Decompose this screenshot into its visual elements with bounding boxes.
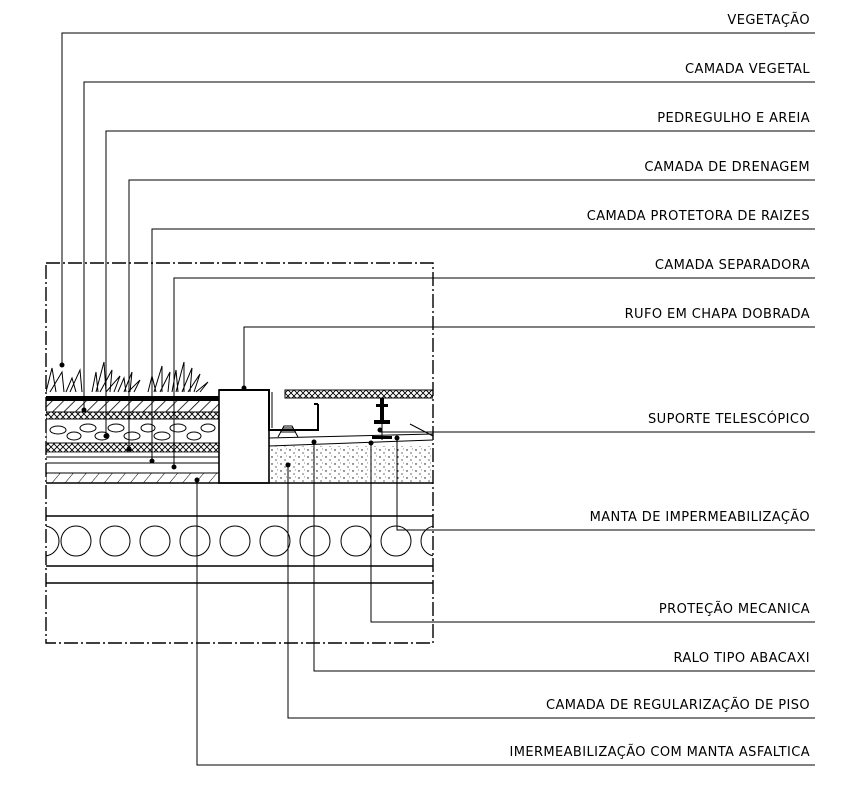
vegetation-graphic (46, 361, 209, 393)
slab-hollow-cores (46, 525, 433, 557)
label-vegetacao: VEGETAÇÃO (727, 12, 810, 28)
label-rufo: RUFO EM CHAPA DOBRADA (625, 307, 810, 322)
label-protecao-mecanica: PROTEÇÃO MECANICA (659, 601, 810, 617)
label-manta-impermeabilizacao: MANTA DE IMPERMEABILIZAÇÃO (590, 509, 810, 525)
leader-lines (61, 32, 815, 766)
label-camada-vegetal: CAMADA VEGETAL (685, 62, 810, 77)
label-imper-manta-asfaltica: IMERMEABILIZAÇÃO COM MANTA ASFALTICA (510, 744, 811, 760)
leader-dots (59, 362, 400, 483)
roof-section (45, 262, 434, 644)
label-camada-protetora: CAMADA PROTETORA DE RAIZES (587, 209, 810, 224)
label-camada-regularizacao: CAMADA DE REGULARIZAÇÃO DE PISO (546, 697, 810, 713)
telescopic-support (372, 398, 392, 440)
label-camada-drenagem: CAMADA DE DRENAGEM (644, 160, 810, 175)
label-camada-separadora: CAMADA SEPARADORA (655, 258, 810, 273)
label-suporte-telescopico: SUPORTE TELESCÓPICO (648, 411, 810, 427)
drainage-pebbles (46, 418, 220, 444)
label-pedregulho-areia: PEDREGULHO E AREIA (657, 111, 810, 126)
labels: VEGETAÇÃO CAMADA VEGETAL PEDREGULHO E AR… (510, 12, 811, 760)
label-ralo: RALO TIPO ABACAXI (673, 651, 810, 666)
